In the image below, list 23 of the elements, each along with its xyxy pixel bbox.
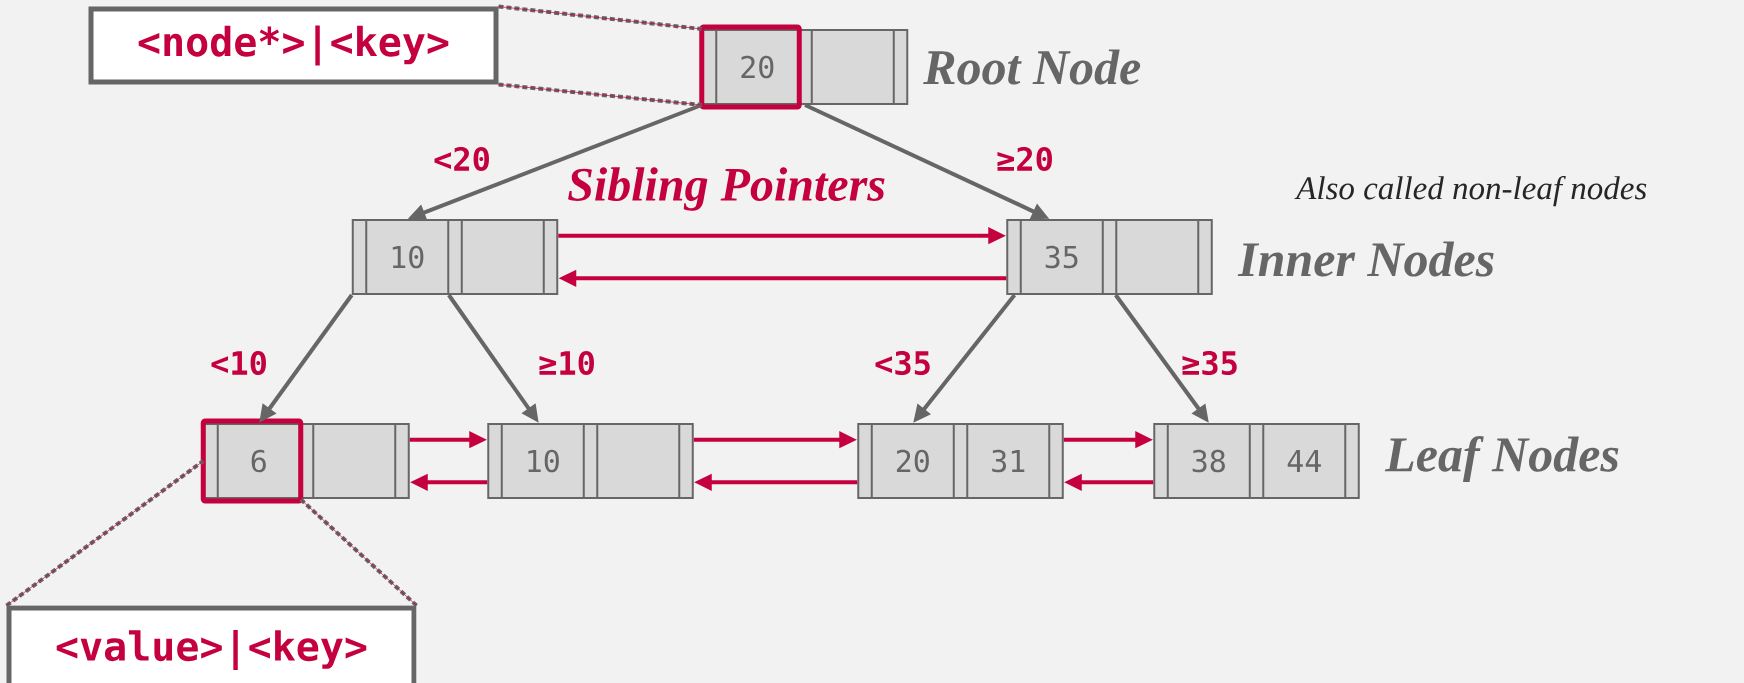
leader-line xyxy=(498,4,703,31)
leader-line xyxy=(298,497,418,607)
edge-label: <35 xyxy=(875,350,930,376)
level-label: Inner Nodes xyxy=(1237,241,1494,277)
edge-label: ≥35 xyxy=(1182,350,1237,376)
leader-line xyxy=(498,82,703,107)
tree-node: 10 xyxy=(351,219,559,295)
pointer-label: Sibling Pointers xyxy=(568,167,885,211)
tree-node: 20 31 xyxy=(857,423,1064,499)
tree-node: 38 44 xyxy=(1153,423,1360,499)
callout-box: <value>|<key> xyxy=(6,605,417,683)
edge-label: ≥20 xyxy=(997,146,1052,172)
edge-label: <10 xyxy=(211,350,266,376)
edge-label: ≥10 xyxy=(539,350,594,376)
tree-node: 6 xyxy=(203,423,410,499)
callout-box: <node*>|<key> xyxy=(88,6,499,85)
edge-label: <20 xyxy=(434,146,489,172)
level-label: Root Node xyxy=(923,49,1141,85)
leader-line xyxy=(5,459,205,608)
tree-node: 20 xyxy=(701,29,909,105)
tree-node: 35 xyxy=(1006,219,1213,295)
tree-node: 10 xyxy=(487,423,694,499)
note-text: Also called non-leaf nodes xyxy=(1294,175,1647,207)
